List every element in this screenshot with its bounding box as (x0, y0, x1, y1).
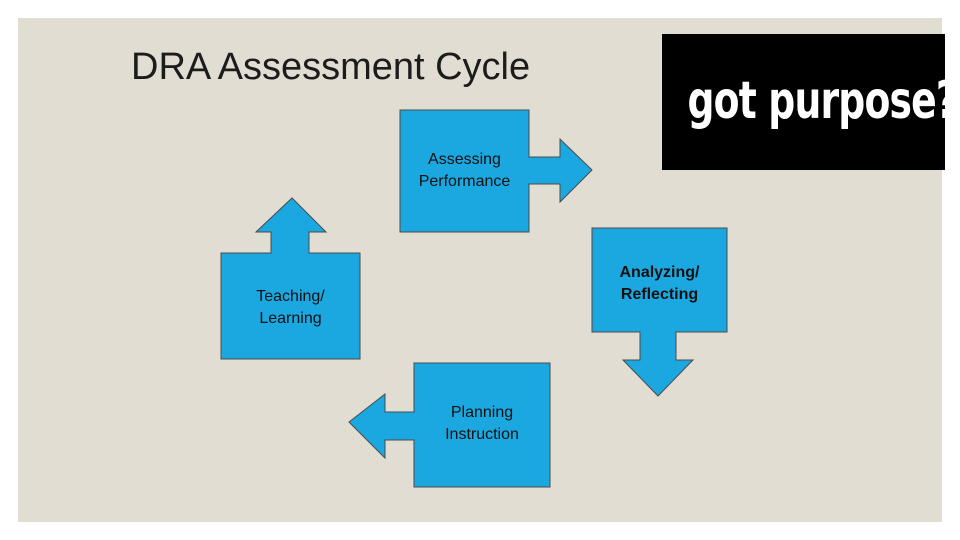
teaching-learning-label: Teaching/ Learning (256, 288, 325, 327)
analyzing-reflecting-shape (591, 227, 728, 397)
analyzing-reflecting-label: Analyzing/ Reflecting (619, 264, 700, 303)
teaching-learning-shape (220, 197, 361, 360)
planning-instruction-shape (348, 362, 551, 488)
got-purpose-logo: got purpose? (662, 34, 958, 170)
planning-instruction-label: Planning Instruction (445, 404, 519, 443)
slide-title: DRA Assessment Cycle (131, 46, 531, 88)
assessing-performance-shape (399, 109, 593, 233)
assessing-performance-label: Assessing Performance (418, 151, 511, 190)
logo-text: got purpose? (687, 69, 957, 131)
